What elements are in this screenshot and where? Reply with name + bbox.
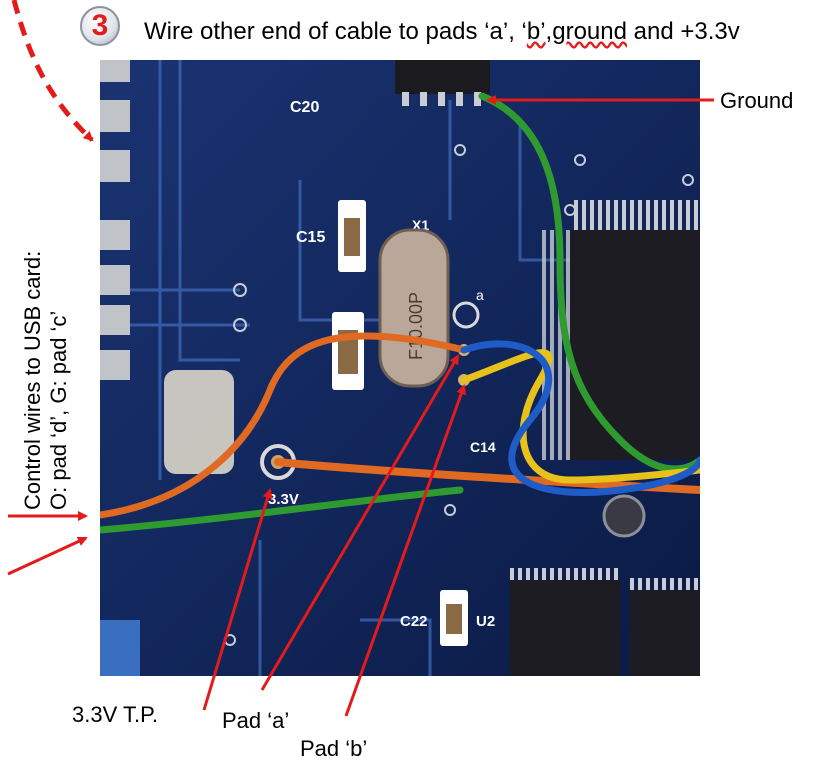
callout-ground: Ground [720, 88, 794, 113]
nylon-standoff [164, 370, 234, 474]
electrolytic-cap [602, 494, 646, 538]
step-badge: 3 [80, 6, 120, 46]
wires [100, 92, 700, 534]
dashed-arrow [11, 0, 94, 142]
step-number: 3 [91, 9, 109, 42]
callout-pad-b: Pad ‘b’ [300, 736, 368, 761]
label-c20: C20 [290, 99, 319, 116]
top-ic [395, 60, 490, 94]
green-wire-control [100, 486, 464, 534]
blue-wire [460, 340, 700, 496]
label-tp: 3.3V [268, 491, 299, 508]
pcb-illustration: C20 C15 X1 F10.00P 3.3V a C14 C22 U2 [100, 60, 700, 676]
arrow-tp [202, 488, 273, 711]
blue-connector [100, 620, 140, 676]
lower-ic-2 [630, 590, 700, 676]
crystal [378, 228, 450, 388]
page-title: Wire other end of cable to pads ‘a’, ‘b’… [144, 18, 740, 46]
main-ic [570, 230, 700, 460]
pcb-photo: C20 C15 X1 F10.00P 3.3V a C14 C22 U2 [100, 60, 700, 676]
arrow-control-2 [7, 536, 88, 576]
lower-ic-1 [510, 580, 620, 676]
pad-d-ring [452, 301, 480, 329]
label-c22: C22 [400, 613, 428, 630]
label-c14: C14 [470, 439, 496, 455]
arrow-pad-b [344, 384, 467, 717]
callout-pad-a: Pad ‘a’ [222, 708, 290, 733]
silk-label-a: a [476, 287, 484, 303]
callout-tp: 3.3V T.P. [72, 702, 159, 727]
label-u2: U2 [476, 613, 495, 630]
title-part-underlined: b’,ground [526, 18, 627, 45]
label-c15: C15 [296, 229, 325, 246]
top-ic-pins [402, 92, 481, 106]
edge-pads [100, 60, 130, 380]
green-wire-ground [478, 92, 700, 473]
arrow-pad-a [260, 354, 460, 691]
title-part-1: Wire other end of cable to pads ‘a’, ‘ [144, 18, 527, 45]
orange-wire-pad-a [100, 332, 468, 519]
title-part-2: and +3.3v [626, 18, 740, 45]
main-ic-pins-top [570, 200, 700, 230]
